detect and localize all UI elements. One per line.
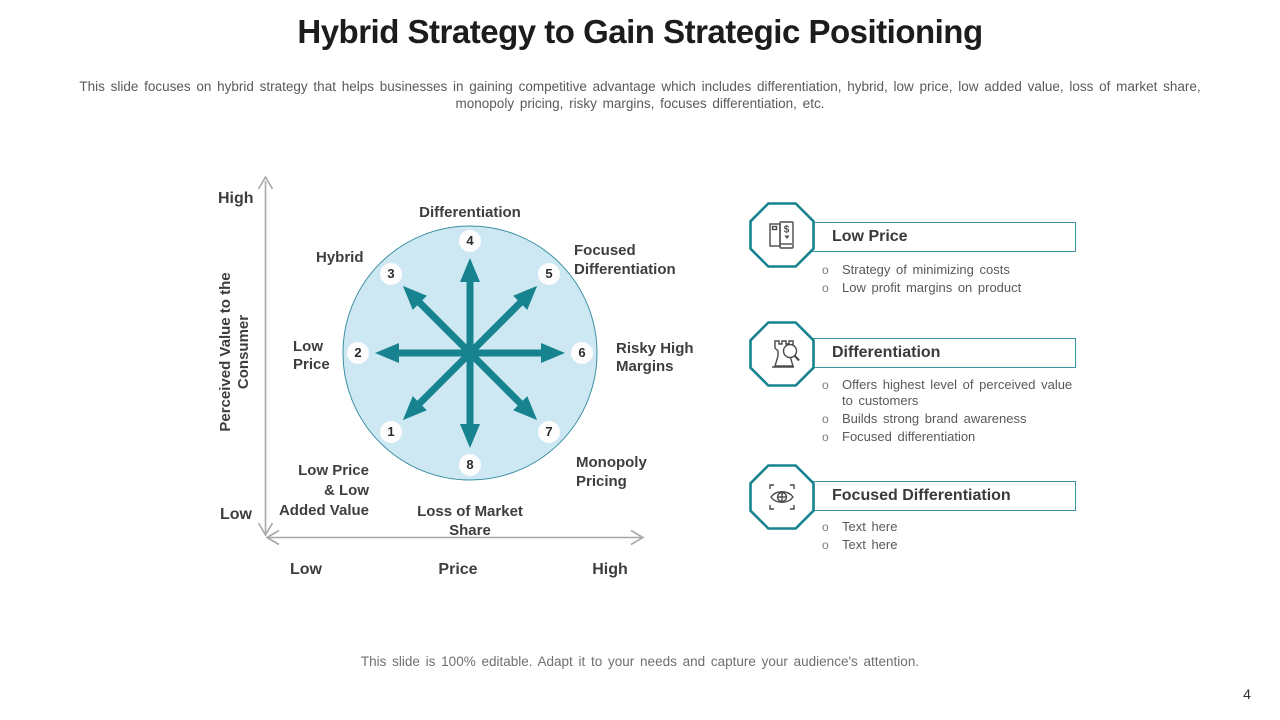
bullet-marker: o — [822, 520, 829, 534]
label-loss-of-market-share: Loss of Market Share — [417, 503, 523, 539]
x-axis-low-label: Low — [290, 561, 322, 578]
strategy-circle — [342, 225, 598, 481]
page-number: 4 — [1243, 686, 1251, 702]
label-risky-high-margins: Risky High Margins — [616, 340, 694, 375]
label-low-price: Low Price — [293, 338, 330, 373]
page-title: Hybrid Strategy to Gain Strategic Positi… — [297, 13, 983, 50]
bullet-marker: o — [822, 538, 829, 552]
card-bullet: o Offers highest level of perceived valu… — [822, 377, 1073, 408]
card-bullets-differentiation: o Offers highest level of perceived valu… — [822, 377, 1074, 447]
x-axis-price-label: Price — [438, 561, 478, 578]
svg-text:$: $ — [784, 225, 790, 236]
bullet-marker: o — [822, 378, 829, 392]
card-bullet: o Focused differentiation — [822, 429, 976, 444]
number-badge-1: 1 — [380, 421, 402, 443]
number-badge-8: 8 — [459, 454, 481, 476]
slide-subtitle: This slide focuses on hybrid strategy th… — [79, 79, 1201, 111]
bullet-marker: o — [822, 281, 829, 295]
footer-note: This slide is 100% editable. Adapt it to… — [360, 654, 920, 669]
card-bullet: o Low profit margins on product — [822, 280, 1022, 295]
card-bullet: o Strategy of minimizing costs — [822, 262, 1010, 277]
bullet-marker: o — [822, 263, 829, 277]
focus-eye-icon — [749, 464, 815, 530]
number-badge-3: 3 — [380, 263, 402, 285]
direction-arrows — [375, 258, 565, 448]
y-axis-high-label: High — [218, 190, 254, 207]
card-bullet: o Builds strong brand awareness — [822, 411, 1027, 426]
card-bullets-focused-differentiation: o Text here o Text here — [822, 519, 1074, 555]
label-monopoly-pricing: Monopoly Pricing — [576, 454, 647, 490]
number-badge-6: 6 — [571, 342, 593, 364]
y-axis-low-label: Low — [220, 506, 252, 523]
y-axis-title: Perceived Value to the Consumer — [217, 272, 252, 432]
card-title-focused-differentiation: Focused Differentiation — [812, 481, 1076, 511]
label-hybrid: Hybrid — [316, 249, 364, 266]
card-title-differentiation: Differentiation — [812, 338, 1076, 368]
x-axis-high-label: High — [592, 561, 628, 578]
label-low-price-low-added-value: Low Price & Low Added Value — [278, 462, 369, 519]
number-badge-5: 5 — [538, 263, 560, 285]
number-badge-2: 2 — [347, 342, 369, 364]
card-bullet: o Text here — [822, 519, 898, 534]
price-scanner-icon: $ — [749, 202, 815, 268]
number-badge-7: 7 — [538, 421, 560, 443]
label-focused-differentiation: Focused Differentiation — [574, 242, 676, 278]
bullet-marker: o — [822, 412, 829, 426]
chess-strategy-icon — [749, 321, 815, 387]
card-bullet: o Text here — [822, 537, 898, 552]
card-bullets-low-price: o Strategy of minimizing costs o Low pro… — [822, 262, 1074, 298]
bullet-marker: o — [822, 430, 829, 444]
label-differentiation: Differentiation — [419, 204, 521, 221]
number-badge-4: 4 — [459, 230, 481, 252]
card-title-low-price: Low Price — [812, 222, 1076, 252]
